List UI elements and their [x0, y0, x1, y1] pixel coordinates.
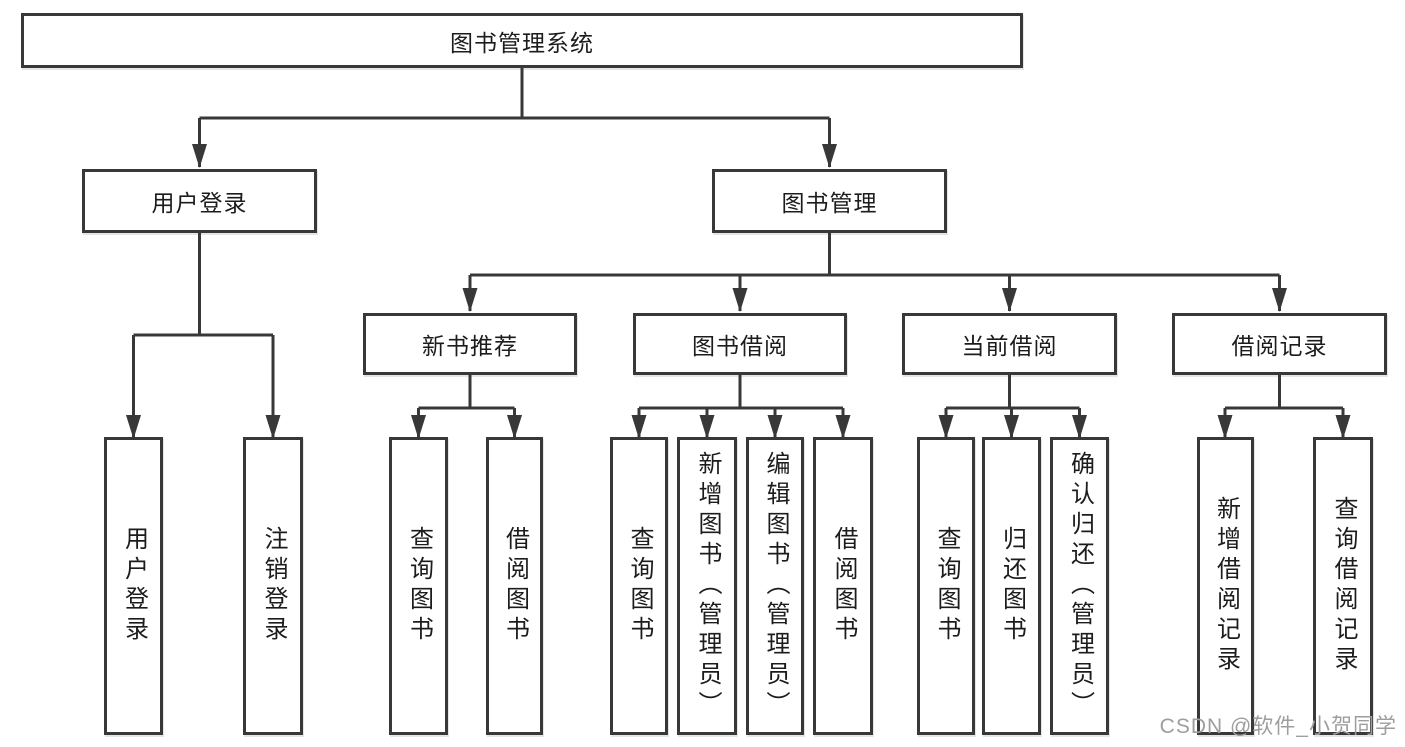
leaf-query-books-recommend: 查询图书 [389, 437, 448, 735]
node-label: 借阅图书 [830, 526, 857, 646]
leaf-edit-books-admin: 编辑图书（管理员） [746, 437, 804, 735]
leaf-borrow-books: 借阅图书 [813, 437, 873, 735]
node-label: 当前借阅 [961, 333, 1058, 359]
node-library-management-system: 图书管理系统 [21, 13, 1023, 68]
leaf-add-books-admin: 新增图书（管理员） [677, 437, 737, 735]
node-new-book-recommend: 新书推荐 [363, 313, 577, 375]
node-label: 借阅记录 [1231, 333, 1328, 359]
node-label: 图书借阅 [692, 333, 788, 359]
node-book-borrowing: 图书借阅 [633, 313, 847, 375]
node-label: 编辑图书（管理员） [762, 451, 789, 721]
node-label: 注销登录 [260, 526, 287, 646]
node-borrow-records: 借阅记录 [1172, 313, 1387, 375]
node-label: 用户登录 [120, 526, 148, 646]
leaf-logout: 注销登录 [243, 437, 303, 735]
leaf-borrow-books-recommend: 借阅图书 [486, 437, 543, 735]
node-label: 新增图书（管理员） [694, 451, 721, 721]
leaf-confirm-return-admin: 确认归还（管理员） [1050, 437, 1109, 735]
node-label: 图书管理系统 [450, 29, 594, 56]
node-label: 查询借阅记录 [1330, 496, 1357, 676]
node-label: 用户登录 [151, 190, 248, 216]
node-current-borrowing: 当前借阅 [902, 313, 1117, 375]
node-label: 归还图书 [998, 526, 1026, 646]
node-label: 新增借阅记录 [1212, 496, 1240, 676]
node-user-login: 用户登录 [82, 169, 317, 233]
node-label: 查询图书 [405, 526, 433, 646]
leaf-return-books: 归还图书 [982, 437, 1041, 735]
node-label: 借阅图书 [501, 526, 529, 646]
node-book-management: 图书管理 [712, 169, 947, 233]
leaf-query-borrow-record: 查询借阅记录 [1313, 437, 1373, 735]
node-label: 查询图书 [626, 526, 653, 646]
leaf-query-books-borrowing: 查询图书 [610, 437, 668, 735]
node-label: 图书管理 [781, 190, 878, 216]
leaf-query-books-current: 查询图书 [917, 437, 975, 735]
node-label: 确认归还（管理员） [1066, 451, 1094, 721]
node-label: 新书推荐 [422, 333, 518, 359]
node-label: 查询图书 [933, 526, 960, 646]
leaf-user-login: 用户登录 [104, 437, 163, 735]
csdn-watermark: CSDN @软件_小贺同学 [1159, 715, 1397, 738]
leaf-add-borrow-record: 新增借阅记录 [1197, 437, 1254, 735]
